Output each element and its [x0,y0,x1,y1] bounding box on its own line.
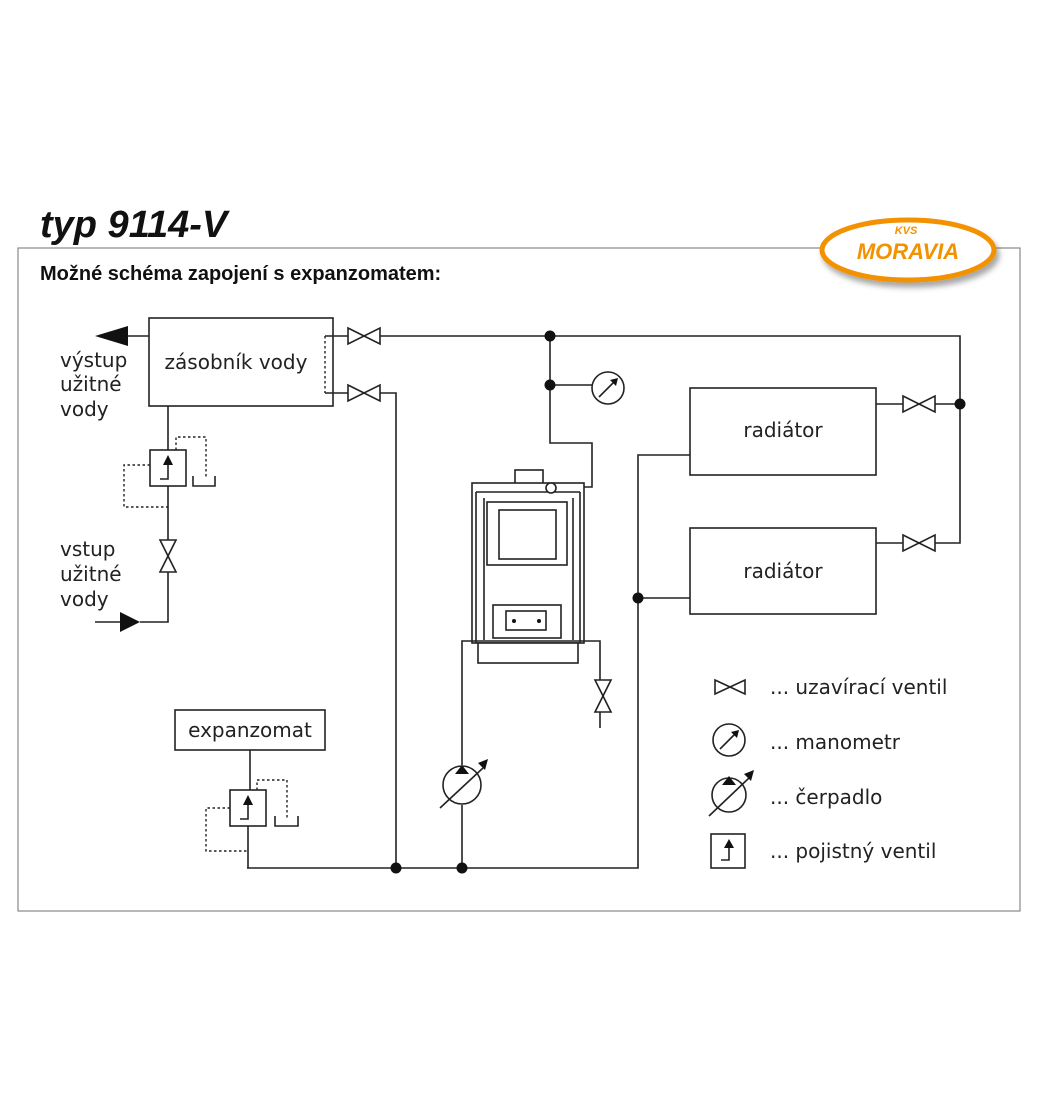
inlet-arrow-icon [120,612,140,632]
safety-valve-icon [229,789,267,827]
radiator-label: radiátor [743,418,823,442]
manometer-icon [591,371,625,405]
outlet-arrow-icon [95,326,128,346]
stove [471,469,585,664]
shutoff-valve-icon [594,679,612,713]
legend-item: ... čerpadlo [770,785,882,809]
expansion-label: expanzomat [188,718,312,742]
radiator-label: radiátor [743,559,823,583]
legend-item: ... pojistný ventil [770,839,936,863]
diagram-frame [17,247,1021,912]
water-tank [148,317,334,407]
subtitle: Možné schéma zapojení s expanzomatem: [40,263,441,285]
shutoff-valve-icon [714,678,746,696]
legend-item: ... manometr [770,730,901,754]
shutoff-valve-icon [347,327,381,345]
kvs-moravia-logo: KVS MORAVIA [819,217,997,283]
logo-top: KVS [895,225,918,237]
legend-item: ... uzavírací ventil [770,675,947,699]
page-title: typ 9114-V [40,204,230,246]
logo-main: MORAVIA [857,239,959,264]
shutoff-valve-icon [902,534,936,552]
shutoff-valve-icon [159,539,177,573]
legend: ... uzavírací ventil ... manometr ... če… [708,675,947,869]
safety-valve-icon [149,449,187,487]
pump-icon [439,759,488,809]
shutoff-valve-icon [347,384,381,402]
tank-label: zásobník vody [165,350,308,374]
radiator [689,527,877,615]
shutoff-valve-icon [902,395,936,413]
manometer-icon [712,723,746,757]
pump-icon [708,770,754,817]
outlet-label: výstup užitné vody [60,348,134,421]
inlet-label: vstup užitné vody [60,537,128,611]
expansion-vessel [174,709,326,751]
safety-valve-icon [710,833,746,869]
radiator [689,387,877,476]
